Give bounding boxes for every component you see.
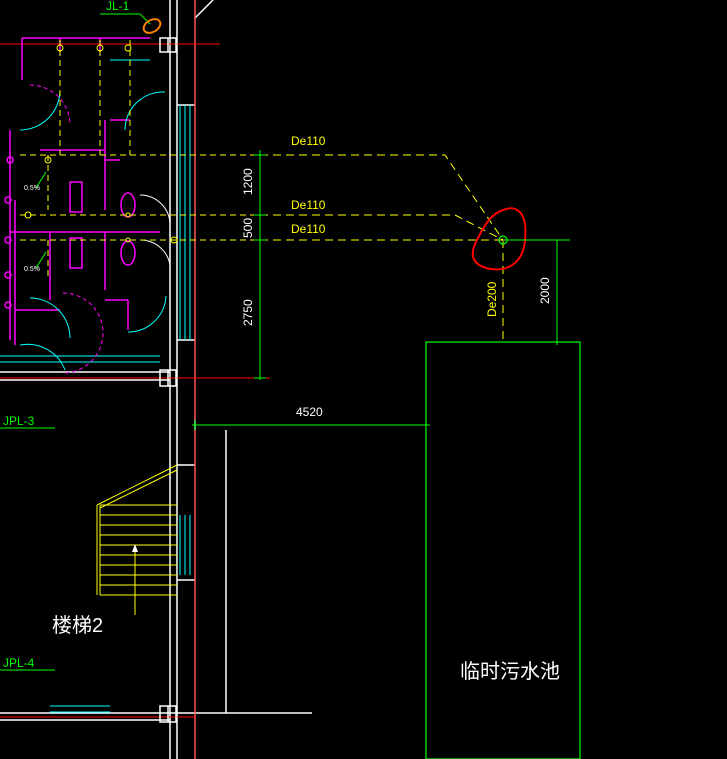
pool-label: 临时污水池 [460, 660, 560, 683]
dimension-2000: 2000 [538, 277, 552, 304]
building-drain-pipes [20, 40, 260, 280]
temporary-sewage-pool [425, 341, 581, 759]
building-walls [0, 0, 312, 759]
slope-label-upper: 0.5% [24, 185, 40, 192]
dimension-500: 500 [241, 218, 255, 238]
jl1-highlight-mark [142, 18, 162, 34]
stair-label: 楼梯2 [52, 614, 103, 637]
stair-treads [96, 464, 178, 615]
red-markup-circle [471, 207, 527, 271]
outdoor-drain-pipes [260, 154, 504, 342]
slope-label-lower: 0.5% [24, 266, 40, 273]
riser-label-jpl4: JPL-4 [3, 656, 35, 670]
door-swings [19, 84, 171, 374]
pipe-label-de110-a: De110 [291, 134, 326, 148]
axis-lines [0, 0, 270, 759]
window-details [0, 59, 191, 713]
riser-label-jpl3: JPL-3 [3, 414, 35, 428]
dimension-4520: 4520 [296, 405, 323, 419]
pipe-label-de110-b: De110 [291, 198, 326, 212]
pipe-label-de200: De200 [485, 281, 499, 317]
dimension-lines [192, 150, 570, 430]
dimension-1200: 1200 [241, 168, 255, 195]
dimension-2750: 2750 [241, 299, 255, 326]
toilet-fixtures [4, 37, 160, 345]
riser-label-jl1: JL-1 [106, 0, 130, 13]
slope-arrows [35, 171, 47, 269]
pipe-label-de110-c: De110 [291, 222, 326, 236]
riser-leaders [0, 13, 151, 671]
floor-drains [24, 44, 178, 244]
stair-direction-arrow-icon [132, 544, 138, 552]
column-markers [159, 37, 177, 723]
